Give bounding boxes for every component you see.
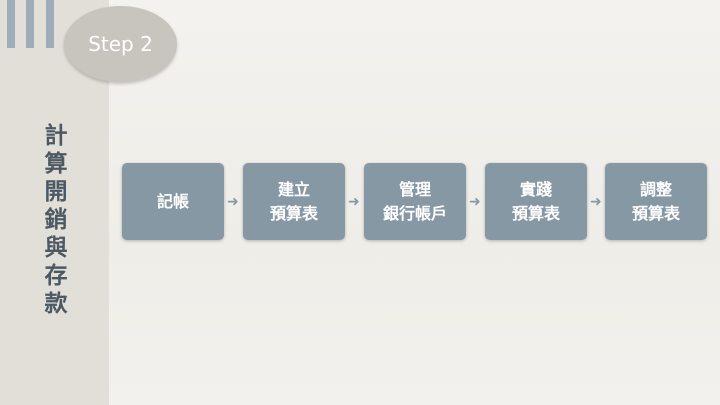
process-step-box: 記帳 <box>122 163 224 240</box>
step-badge: Step 2 <box>64 6 177 82</box>
arrow-right-icon: ➜ <box>590 194 602 210</box>
step-label: 調整 <box>639 179 672 199</box>
step-label: 預算表 <box>631 203 680 223</box>
process-step-box: 實踐預算表 <box>485 163 587 240</box>
step-label: 預算表 <box>269 203 318 223</box>
slide-title: 計算開銷與存款 <box>44 123 68 317</box>
step-label: 記帳 <box>156 191 189 211</box>
step-label: 管理 <box>398 179 431 199</box>
decorative-bar <box>26 0 34 48</box>
arrow-right-icon: ➜ <box>469 194 481 210</box>
process-step-box: 管理銀行帳戶 <box>364 163 466 240</box>
arrow-right-icon: ➜ <box>348 194 360 210</box>
arrow-right-icon: ➜ <box>227 194 239 210</box>
step-label: 預算表 <box>511 203 560 223</box>
step-label: 建立 <box>277 179 310 199</box>
decorative-bar <box>46 0 54 48</box>
process-step-box: 調整預算表 <box>605 163 707 240</box>
process-step-box: 建立預算表 <box>243 163 345 240</box>
decorative-bar <box>7 0 15 48</box>
step-label: 銀行帳戶 <box>382 203 447 223</box>
step-label: 實踐 <box>519 179 552 199</box>
